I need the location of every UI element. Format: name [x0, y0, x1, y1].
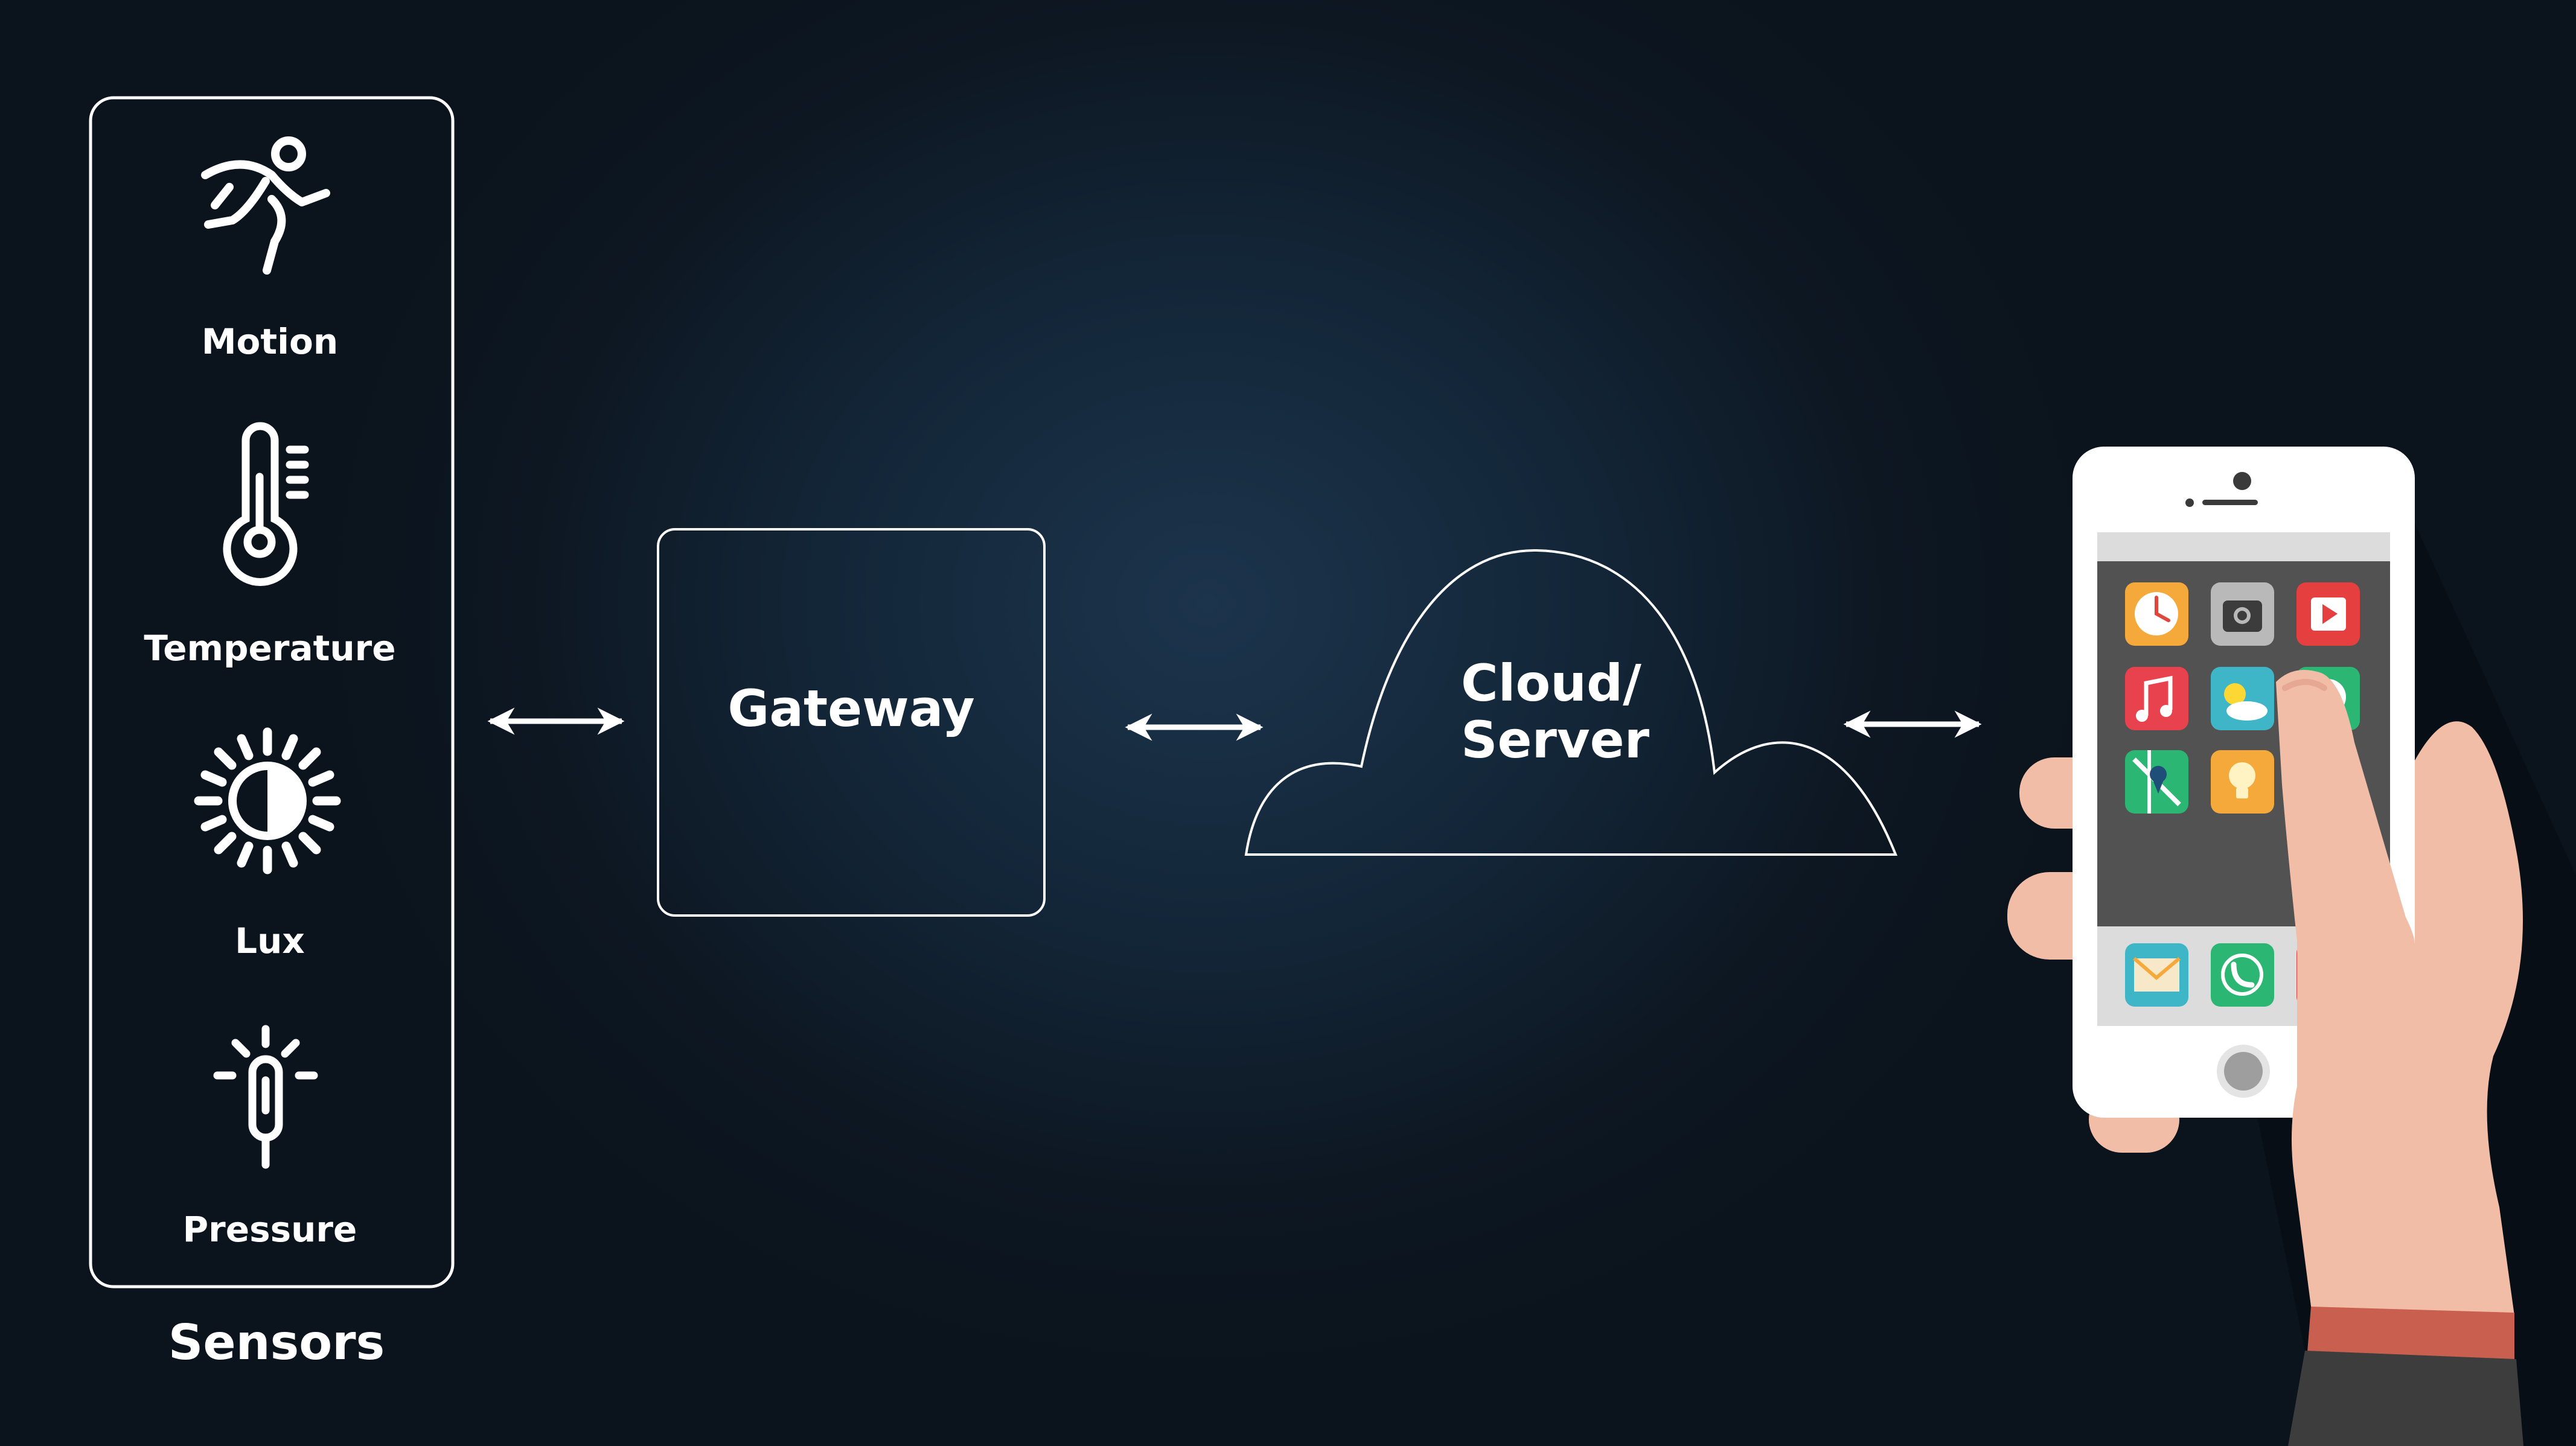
mail-app-icon	[2125, 943, 2188, 1007]
cloud-label: Cloud/ Server	[1461, 655, 1649, 768]
gateway-label: Gateway	[727, 679, 975, 738]
thermometer-icon	[223, 422, 309, 586]
sleeve	[2288, 1351, 2523, 1446]
maps-app-icon	[2125, 750, 2188, 814]
phone-app-icon	[2211, 943, 2274, 1007]
hand-palm	[2276, 670, 2523, 1316]
cloud-label-line1: Cloud/	[1461, 654, 1641, 713]
gateway-box	[657, 528, 1046, 917]
video-app-icon	[2296, 582, 2360, 646]
sensor-label-temperature: Temperature	[144, 628, 396, 669]
sleeve-cuff	[2307, 1307, 2514, 1361]
camera-app-icon	[2211, 582, 2274, 646]
sensor-label-lux: Lux	[235, 920, 305, 961]
sun-brightness-icon	[194, 727, 341, 874]
clock-app-icon	[2125, 582, 2188, 646]
running-person-icon	[201, 136, 330, 275]
sensors-panel	[89, 96, 455, 1288]
idea-app-icon	[2211, 750, 2274, 814]
pressure-sensor-icon	[213, 1025, 318, 1169]
sensor-label-motion: Motion	[201, 321, 339, 362]
cloud-shape	[1244, 549, 1897, 856]
sensor-label-pressure: Pressure	[182, 1209, 357, 1250]
thumb-nail-shadow	[2282, 679, 2327, 691]
music-app-icon	[2125, 667, 2188, 730]
cloud-label-line2: Server	[1461, 710, 1650, 770]
weather-app-icon	[2211, 667, 2274, 730]
sensors-title: Sensors	[168, 1314, 385, 1371]
